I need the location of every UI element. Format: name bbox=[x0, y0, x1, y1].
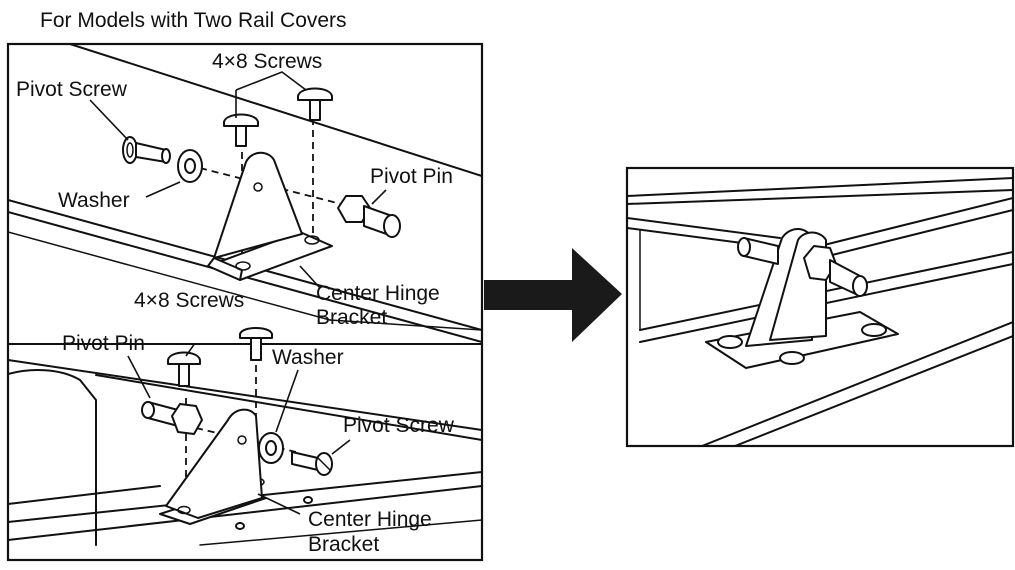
center-hinge-bracket-bottom bbox=[159, 408, 267, 525]
label-bracket-bottom: Bracket bbox=[308, 533, 379, 556]
screw-4x8-bottom-left bbox=[167, 351, 201, 387]
pivot-pin-leader-bottom bbox=[127, 355, 151, 399]
rail-inner-line bbox=[8, 231, 331, 321]
pivot-pin bbox=[337, 195, 401, 238]
rail-edge-b6 bbox=[199, 519, 482, 546]
pivot-pin-leader bbox=[371, 189, 387, 205]
label-pivot-pin-top: Pivot Pin bbox=[370, 165, 453, 188]
pivot-pin-bottom bbox=[141, 401, 203, 435]
label-center-hinge-bottom: Center Hinge bbox=[308, 508, 432, 531]
pivot-screw-leader-bottom bbox=[331, 439, 351, 455]
label-pivot-pin-bottom: Pivot Pin bbox=[62, 332, 145, 355]
pivot-screw-leader bbox=[89, 99, 129, 141]
washer-leader bbox=[145, 181, 181, 198]
washer-bottom bbox=[258, 432, 284, 464]
rail-e-bottom bbox=[734, 335, 1013, 446]
rail-edge-top bbox=[69, 44, 482, 177]
top-exploded-view bbox=[8, 44, 482, 343]
diagram-title: For Models with Two Rail Covers bbox=[40, 9, 347, 32]
rail-edge-b5 bbox=[8, 485, 482, 541]
screws-leader-2 bbox=[235, 71, 307, 91]
washer bbox=[177, 149, 203, 183]
rail-hole-2 bbox=[303, 496, 313, 504]
pivot-screw bbox=[122, 136, 171, 164]
rail-e-top bbox=[701, 321, 1013, 446]
pivot-screw-bottom bbox=[291, 451, 333, 476]
screw-4x8-left bbox=[223, 113, 259, 147]
label-washer-bottom: Washer bbox=[272, 346, 344, 369]
bracket-leader bbox=[299, 265, 321, 289]
label-center-hinge-top: Center Hinge bbox=[316, 282, 440, 305]
rail-edge-b3 bbox=[8, 485, 161, 505]
screw-heads-overlap bbox=[239, 327, 273, 361]
label-bracket-top: Bracket bbox=[316, 306, 387, 329]
label-4x8-screws-bottom: 4×8 Screws bbox=[134, 289, 244, 312]
bracket-leader-bottom bbox=[257, 493, 301, 515]
rail-a-bottom bbox=[627, 189, 1013, 205]
rail-hole-1 bbox=[235, 522, 245, 530]
rail-a-top bbox=[627, 177, 1013, 197]
assembled-view bbox=[627, 177, 1013, 446]
rail-c-bottom bbox=[819, 209, 1013, 259]
label-washer-top: Washer bbox=[58, 189, 130, 212]
label-pivot-screw-bottom: Pivot Screw bbox=[343, 414, 455, 437]
label-pivot-screw-top: Pivot Screw bbox=[16, 78, 128, 101]
washer-leader-bottom bbox=[275, 369, 299, 433]
rail-inner-line-2 bbox=[329, 319, 482, 331]
rail-b-top bbox=[627, 217, 781, 239]
rail-edge-b1 bbox=[8, 359, 482, 431]
screws-leader-bottom bbox=[185, 344, 196, 357]
assembled-pivot-pin bbox=[737, 237, 868, 297]
direction-arrow bbox=[484, 248, 622, 342]
rail-edge-b2 bbox=[95, 374, 482, 441]
center-hinge-bracket bbox=[207, 151, 333, 281]
screw-4x8-right bbox=[297, 87, 333, 121]
rail-curve bbox=[8, 369, 97, 546]
rail-c-top bbox=[819, 197, 1013, 247]
label-4x8-screws-top: 4×8 Screws bbox=[212, 50, 322, 73]
